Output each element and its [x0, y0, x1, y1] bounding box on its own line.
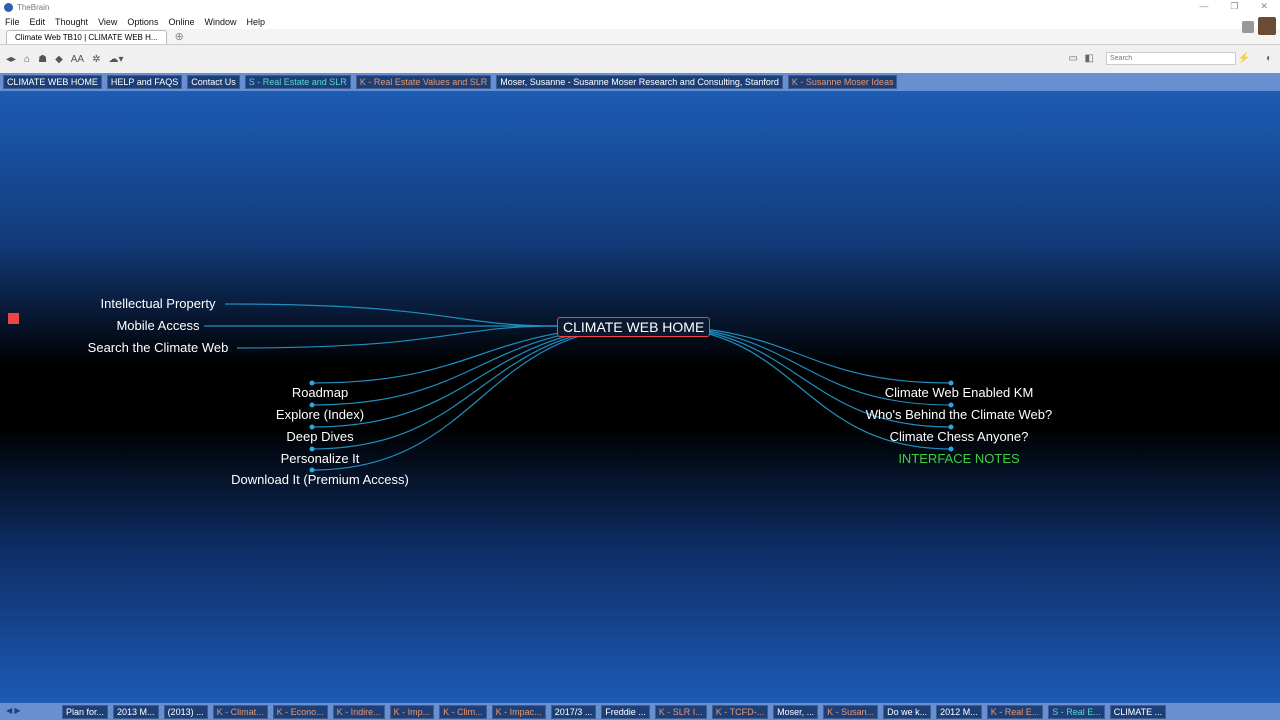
menu-file[interactable]: File: [5, 16, 20, 27]
minimize-button[interactable]: —: [1199, 1, 1209, 11]
tag-icon[interactable]: ◆: [55, 53, 63, 65]
central-thought[interactable]: CLIMATE WEB HOME: [557, 317, 711, 337]
thought-node[interactable]: Roadmap: [291, 385, 349, 400]
thought-node[interactable]: Explore (Index): [275, 407, 365, 422]
link-dot: [948, 380, 954, 386]
menu-edit[interactable]: Edit: [29, 16, 46, 27]
link-dot: [309, 424, 315, 430]
close-button[interactable]: ✕: [1260, 1, 1268, 11]
cloud-icon[interactable]: ☁▾: [108, 53, 124, 65]
layout-toggle-icon[interactable]: ▭: [1068, 53, 1078, 64]
history-item[interactable]: (2013) ...: [163, 704, 208, 719]
help-icon[interactable]: ◐: [1265, 53, 1272, 64]
sidebar-toggle-icon[interactable]: ◧: [1084, 53, 1094, 64]
history-item[interactable]: K - Climat...: [212, 704, 268, 719]
history-item[interactable]: 2012 M...: [936, 704, 982, 719]
pin-item[interactable]: CLIMATE WEB HOME: [3, 75, 102, 89]
history-item[interactable]: S - Real E...: [1048, 704, 1105, 719]
back-forward-icon[interactable]: ◂▸: [6, 53, 17, 65]
link-dot: [309, 446, 315, 452]
toolbar: ◂▸ ⌂ ☗ ◆ AA ✲ ☁▾ ▭ ◧ ⚡ ◐: [0, 45, 1280, 73]
menu-view[interactable]: View: [98, 16, 118, 27]
parent-thought[interactable]: Search the Climate Web: [87, 340, 229, 355]
link-lines: [204, 303, 954, 473]
pin-item[interactable]: K - Real Estate Values and SLR: [355, 75, 492, 89]
history-item[interactable]: K - Real E...: [986, 704, 1044, 719]
thought-node[interactable]: INTERFACE NOTES: [898, 451, 1020, 466]
pins-bar: CLIMATE WEB HOME HELP and FAQS Contact Us S…: [0, 73, 1280, 91]
people-icon[interactable]: ☗: [38, 53, 48, 65]
add-tab-icon[interactable]: ⊕: [174, 31, 184, 43]
menu-bar: File Edit Thought View Options Online Window He…: [0, 14, 1280, 29]
thought-node[interactable]: Deep Dives: [286, 429, 354, 444]
thought-node[interactable]: Personalize It: [280, 451, 360, 466]
thought-node[interactable]: Download It (Premium Access): [231, 472, 409, 487]
maximize-button[interactable]: ❐: [1230, 1, 1239, 11]
pin-item[interactable]: S - Real Estate and SLR: [244, 75, 351, 89]
menu-options[interactable]: Options: [127, 16, 159, 27]
history-item[interactable]: K - TCFD-...: [711, 704, 769, 719]
avatar[interactable]: [1258, 17, 1276, 35]
parent-thought[interactable]: Mobile Access: [116, 318, 200, 333]
history-item[interactable]: K - Impac...: [491, 704, 546, 719]
link-dot: [948, 402, 954, 408]
pin-item[interactable]: Moser, Susanne - Susanne Moser Research …: [496, 75, 783, 89]
tab-bar: Climate Web TB10 | CLIMATE WEB H... ⊕: [0, 17, 1280, 45]
link-dot: [948, 424, 954, 430]
thought-node[interactable]: Climate Web Enabled KM: [884, 385, 1034, 400]
tab-climate-web[interactable]: Climate Web TB10 | CLIMATE WEB H...: [6, 30, 167, 44]
menu-online[interactable]: Online: [168, 16, 195, 27]
layout-icon[interactable]: ✲: [92, 53, 101, 65]
link-dot: [309, 380, 315, 386]
font-size-icon[interactable]: AA: [70, 53, 85, 65]
settings-icon[interactable]: [1242, 21, 1254, 33]
history-item[interactable]: 2017/3 ...: [550, 704, 597, 719]
history-item[interactable]: K - SLR I...: [654, 704, 707, 719]
history-item[interactable]: Do we k...: [883, 704, 932, 719]
red-marker-icon[interactable]: [8, 313, 19, 324]
history-nav-icon[interactable]: ◀ ▶: [6, 706, 21, 715]
search-input[interactable]: [1106, 52, 1236, 65]
lightning-icon[interactable]: ⚡: [1237, 53, 1250, 64]
thought-node[interactable]: Climate Chess Anyone?: [889, 429, 1029, 444]
link-dot: [309, 402, 315, 408]
history-item[interactable]: K - Indire...: [332, 704, 385, 719]
history-item[interactable]: K - Imp...: [389, 704, 435, 719]
history-bar: ◀ ▶ Plan for... 2013 M... (2013) ... K - Cl…: [0, 703, 1280, 720]
parent-thought[interactable]: Intellectual Property: [100, 296, 216, 311]
menu-window[interactable]: Window: [204, 16, 237, 27]
history-item[interactable]: Freddie ...: [601, 704, 650, 719]
pin-item[interactable]: HELP and FAQS: [106, 75, 183, 89]
home-icon[interactable]: ⌂: [24, 53, 31, 65]
thought-node[interactable]: Who's Behind the Climate Web?: [865, 407, 1053, 422]
link-dot: [948, 446, 954, 452]
link-line: [311, 325, 650, 471]
link-line: [311, 325, 650, 406]
pin-item[interactable]: K - Susanne Moser Ideas: [787, 75, 898, 89]
link-dot: [309, 467, 315, 473]
menu-thought[interactable]: Thought: [55, 16, 89, 27]
history-item[interactable]: K - Clim...: [439, 704, 487, 719]
history-item[interactable]: Plan for...: [62, 704, 109, 719]
history-item[interactable]: CLIMATE ...: [1109, 704, 1167, 719]
history-item[interactable]: K - Susan...: [823, 704, 879, 719]
pin-item[interactable]: Contact Us: [187, 75, 240, 89]
title-bar: TheBrain — ❐ ✕: [0, 0, 1280, 14]
history-item[interactable]: 2013 M...: [113, 704, 159, 719]
app-logo-icon: [4, 2, 13, 12]
history-item[interactable]: Moser, ...: [773, 704, 819, 719]
history-item[interactable]: K - Econo...: [272, 704, 328, 719]
window-title: TheBrain: [17, 2, 50, 12]
menu-help[interactable]: Help: [246, 16, 265, 27]
